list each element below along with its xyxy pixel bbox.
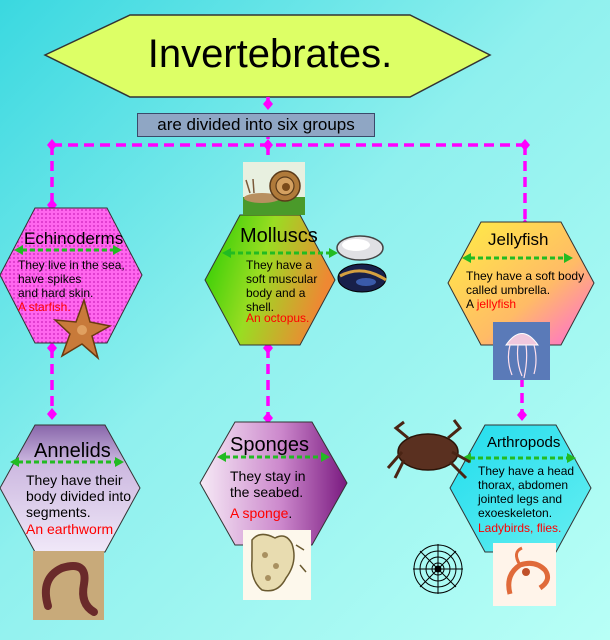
arrow-molluscs [222, 248, 338, 258]
molluscs-example: An octopus. [246, 311, 310, 325]
arrow-annelids [10, 457, 124, 467]
arthropods-example: Ladybirds, flies. [478, 521, 562, 535]
jellyfish-hexagon [447, 221, 595, 346]
arrow-echinoderms [14, 245, 122, 255]
arrow-sponges [217, 452, 330, 462]
crab-image [386, 419, 471, 480]
molluscs-title: Molluscs [240, 225, 318, 247]
arthropods-title: Arthropods [487, 434, 561, 451]
jellyfish-title: Jellyfish [488, 230, 549, 249]
spider-web-image [413, 544, 463, 594]
diagram-title: Invertebrates. [147, 31, 393, 76]
annelids-example: An earthworm [26, 521, 114, 537]
echinoderms-hexagon [0, 207, 143, 344]
molluscs-description: They have a soft muscular body and a she… [246, 258, 318, 314]
scorpion-image [493, 543, 556, 606]
annelids-title: Annelids [34, 440, 111, 462]
molluscs-hexagon [204, 214, 336, 346]
subtitle-label: are divided into six groups [137, 113, 375, 137]
echinoderms-title: Echinoderms [24, 229, 124, 248]
sponge-image [243, 530, 311, 600]
arthropods-hexagon [449, 424, 592, 553]
starfish-image [52, 297, 113, 361]
jellyfish-description: They have a soft body called umbrella. [466, 269, 585, 297]
jellyfish-image [493, 322, 550, 380]
arrow-jellyfish [462, 253, 573, 263]
jellyfish-example: jellyfish [476, 297, 517, 311]
sponges-example: A sponge [230, 505, 289, 521]
title-hexagon [43, 14, 492, 98]
sponges-description: They stay in the seabed. [230, 468, 306, 500]
annelids-description: They have their body divided into segmen… [26, 472, 132, 520]
echinoderms-description: They live in the sea, have spikes and ha… [18, 258, 125, 300]
sponges-title: Sponges [230, 434, 309, 456]
sponges-example-line: A sponge. [230, 505, 293, 521]
earthworm-image [33, 551, 104, 620]
arthropods-description: They have a head thorax, abdomen jointed… [478, 464, 575, 520]
mussel-shells-image [336, 235, 387, 293]
sponges-hexagon [199, 421, 348, 546]
snail-image [243, 162, 305, 215]
jellyfish-example-line: A jellyfish [466, 297, 517, 311]
echinoderms-example: A starfish. [18, 300, 71, 314]
